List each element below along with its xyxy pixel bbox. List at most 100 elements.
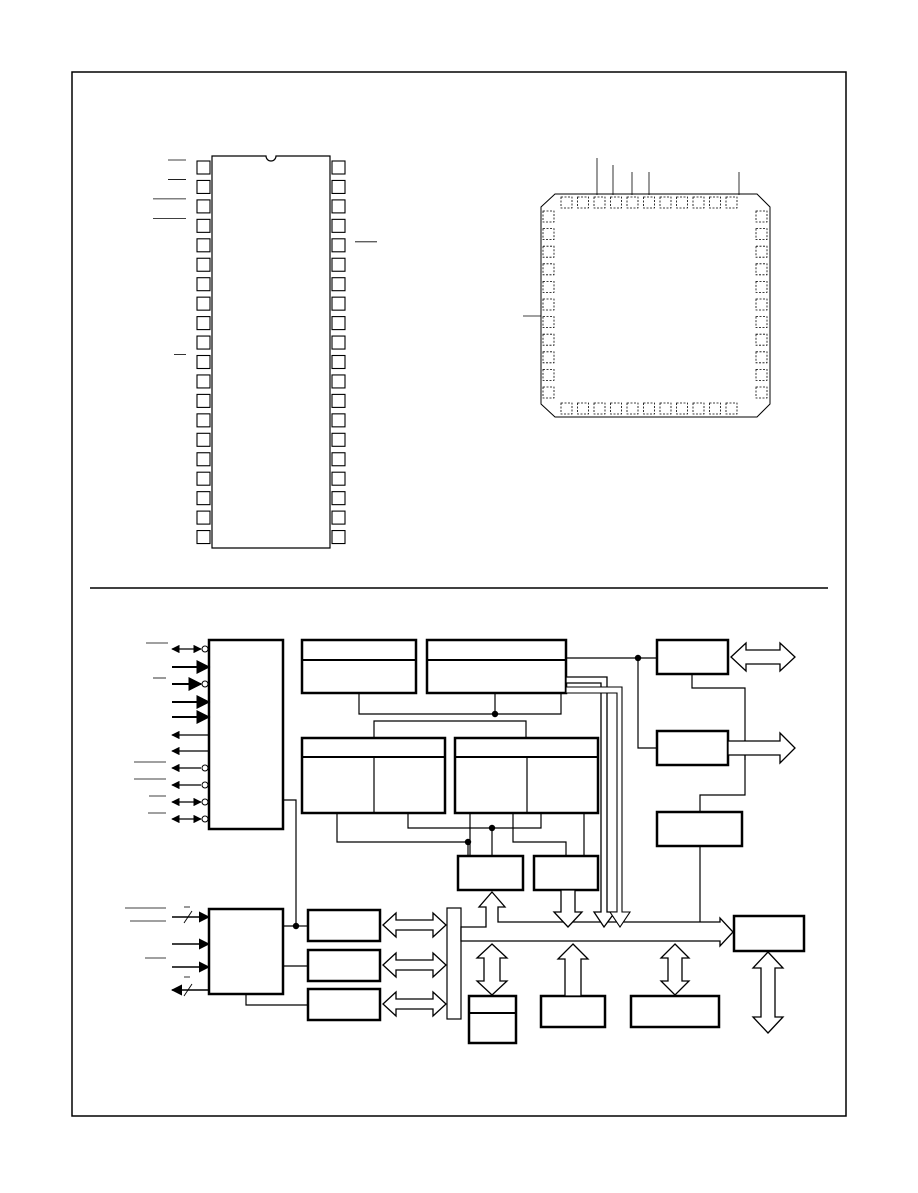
plcc-pin-left: [542, 333, 555, 346]
io-pin-lines: [125, 906, 211, 997]
plcc-pin-right: [755, 351, 768, 364]
plcc-pin-left: [542, 351, 555, 364]
dip-right-pins: [331, 160, 377, 545]
bus-width-slash: [183, 910, 193, 924]
plcc-pin-bottom: [593, 402, 606, 415]
plcc-pin-bottom: [692, 402, 705, 415]
junction-dots: [292, 654, 642, 930]
dip-pin-left: [196, 296, 211, 311]
active-low-bubble: [201, 680, 209, 688]
buffer-block-1: [306, 908, 382, 943]
buffer-block-3: [306, 987, 382, 1022]
plcc-pin-top: [676, 196, 688, 209]
plcc-pin-bottom: [676, 402, 688, 415]
command-block: [629, 994, 721, 1029]
plcc-pin-left: [542, 228, 555, 241]
dip-pin-left: [196, 277, 211, 292]
dip-pin-left: [196, 471, 211, 486]
dip-pin-right: [331, 491, 346, 506]
dip-pin-left: [196, 257, 211, 272]
plcc-pin-bottom: [626, 402, 639, 415]
active-low-bubble: [201, 781, 209, 789]
plcc-pin-left: [542, 316, 555, 329]
dip-pin-left: [196, 393, 211, 408]
plcc-pin-bottom: [643, 402, 655, 415]
active-low-bubble: [201, 645, 209, 653]
plcc-pin-top: [725, 196, 738, 209]
port-block-mid: [655, 729, 730, 767]
plcc-pin-right: [755, 228, 768, 241]
dip-pin-right: [331, 510, 346, 525]
dip-pin-right: [331, 471, 346, 486]
dip-pin-left: [196, 179, 211, 194]
dip-pin-right: [331, 199, 346, 214]
plcc-pin-top: [560, 196, 573, 209]
dip-pin-right: [331, 257, 346, 272]
plcc-pin-right: [755, 386, 768, 399]
dip-body: [211, 155, 331, 549]
plcc-pin-left: [542, 263, 555, 276]
plcc-pin-left: [542, 245, 555, 258]
bus-width-slash: [183, 983, 193, 997]
dip-pin-left: [196, 199, 211, 214]
plcc-pin-right: [755, 298, 768, 311]
plcc-pin-top: [577, 196, 589, 209]
dip-pin-left: [196, 354, 211, 370]
plcc-pin-top: [643, 196, 655, 209]
decoder-block: [539, 994, 607, 1029]
plcc-pins: [542, 196, 768, 415]
plcc-pin-left: [542, 298, 555, 311]
dip-pin-right: [331, 452, 346, 467]
dip-pin-right: [331, 432, 346, 447]
dip-pin-right: [331, 393, 346, 408]
port-block-top: [655, 638, 730, 676]
plcc-pin-right: [755, 210, 768, 223]
plcc-pin-right: [755, 280, 768, 293]
dip-pin-right: [331, 374, 346, 389]
control-logic-block: [207, 638, 285, 831]
buffer-block-2: [306, 948, 382, 983]
plcc-pin-right: [755, 333, 768, 346]
plcc-pin-top: [709, 196, 721, 209]
plcc-pin-top: [659, 196, 672, 209]
data-bus-buffer: [732, 914, 806, 953]
dip-pin-right: [331, 238, 346, 253]
dip-pin-left: [196, 413, 211, 428]
page-frame: [71, 71, 847, 1117]
dip-pin-left: [196, 335, 211, 350]
plcc-pin-bottom: [560, 402, 573, 415]
plcc-pin-right: [755, 368, 768, 381]
active-low-bubble: [201, 815, 209, 823]
dip-pin-left: [196, 238, 211, 253]
dip-pin-left: [196, 218, 211, 233]
plcc-pin-bottom: [725, 402, 738, 415]
dip-pin-left: [196, 160, 211, 175]
status-block: [467, 994, 518, 1045]
plcc-pin-bottom: [577, 402, 589, 415]
plcc-pin-right: [755, 316, 768, 329]
dip-pin-right: [331, 316, 346, 331]
dip-pin-left: [196, 374, 211, 389]
dip-pin-right: [331, 335, 346, 350]
block-diagram: [125, 638, 806, 1045]
timer-block-a: [300, 638, 418, 695]
io-control-block: [207, 907, 285, 996]
plcc-pin-top: [593, 196, 606, 209]
dip-left-pins: [153, 159, 211, 545]
dip-pin-right: [331, 218, 346, 233]
latch-block-b: [532, 854, 600, 892]
plcc-pin-left: [542, 386, 555, 399]
dip-package: [153, 155, 377, 549]
internal-bus-bar: [446, 907, 462, 1020]
counter-block: [655, 810, 744, 848]
dip-pin-right: [331, 413, 346, 428]
plcc-body: [540, 193, 771, 418]
plcc-pin-right: [755, 263, 768, 276]
dip-pin-left: [196, 452, 211, 467]
dip-pin-left: [196, 316, 211, 331]
plcc-pin-left: [542, 210, 555, 223]
plcc-pin-top: [610, 196, 622, 209]
dip-pin-right: [331, 529, 346, 545]
